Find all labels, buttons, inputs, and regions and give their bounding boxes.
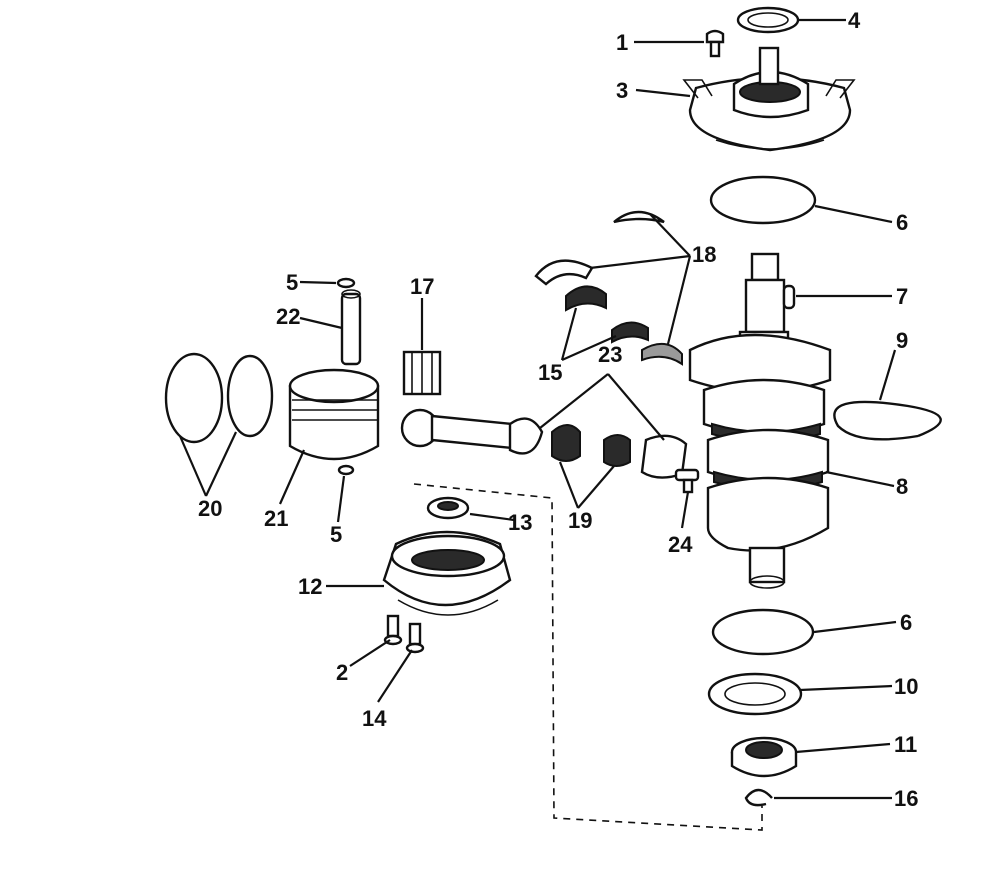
part-5-ring-upper (336, 277, 356, 289)
part-7-key (782, 284, 796, 310)
part-4-seal (736, 6, 800, 34)
callout-14: 14 (362, 706, 387, 731)
part-23-needle-bearing (611, 321, 649, 344)
part-18-bearing-retainers (534, 210, 683, 366)
part-16-snap-ring (744, 788, 773, 807)
callout-2: 2 (336, 660, 348, 685)
callout-16: 16 (894, 786, 918, 811)
callout-20: 20 (198, 496, 222, 521)
part-3-upper-bearing-housing (682, 46, 856, 152)
part-10-gasket (707, 672, 803, 716)
callout-21: 21 (264, 506, 288, 531)
part-1-screw (705, 29, 725, 58)
part-19-rod-cap-bearings (551, 424, 631, 467)
callout-10: 10 (894, 674, 918, 699)
part-2-screw (383, 614, 403, 646)
callout-6-upper: 6 (896, 210, 908, 235)
callout-13: 13 (508, 510, 532, 535)
part-14-screw (405, 622, 425, 654)
callout-11: 11 (894, 732, 917, 757)
callout-17: 17 (410, 274, 434, 299)
callout-9: 9 (896, 328, 908, 353)
callout-24: 24 (668, 532, 693, 557)
callout-5-upper: 5 (286, 270, 298, 295)
part-11-ball-bearing (730, 736, 798, 778)
part-12-lower-housing (382, 530, 512, 616)
part-8-crankshaft (688, 252, 832, 589)
callout-7: 7 (896, 284, 908, 309)
callout-3: 3 (616, 78, 628, 103)
part-6-o-ring-lower (711, 608, 815, 656)
connecting-rod (400, 408, 544, 455)
callout-8: 8 (896, 474, 908, 499)
part-17-needle-bearing (402, 350, 442, 396)
part-13-seal (426, 496, 470, 520)
callout-23: 23 (598, 342, 622, 367)
callout-18: 18 (692, 242, 716, 267)
callout-6-lower: 6 (900, 610, 912, 635)
part-24-rod-bolt (674, 468, 700, 494)
callout-1: 1 (616, 30, 628, 55)
callout-22: 22 (276, 304, 300, 329)
part-21-piston (288, 368, 380, 461)
callout-5-lower: 5 (330, 522, 342, 547)
part-15-needle-bearing-cage (565, 285, 607, 312)
assembly-dashed-line (413, 483, 763, 831)
part-6-o-ring-upper (709, 175, 817, 225)
callout-15: 15 (538, 360, 562, 385)
callout-4: 4 (848, 8, 861, 33)
leader-lines (178, 18, 897, 800)
part-20-piston-rings (164, 352, 274, 444)
callout-19: 19 (568, 508, 592, 533)
part-9-retaining-ring (833, 400, 942, 441)
callout-12: 12 (298, 574, 322, 599)
part-22-piston-pin (340, 289, 362, 366)
part-5-ring-lower (337, 464, 355, 476)
